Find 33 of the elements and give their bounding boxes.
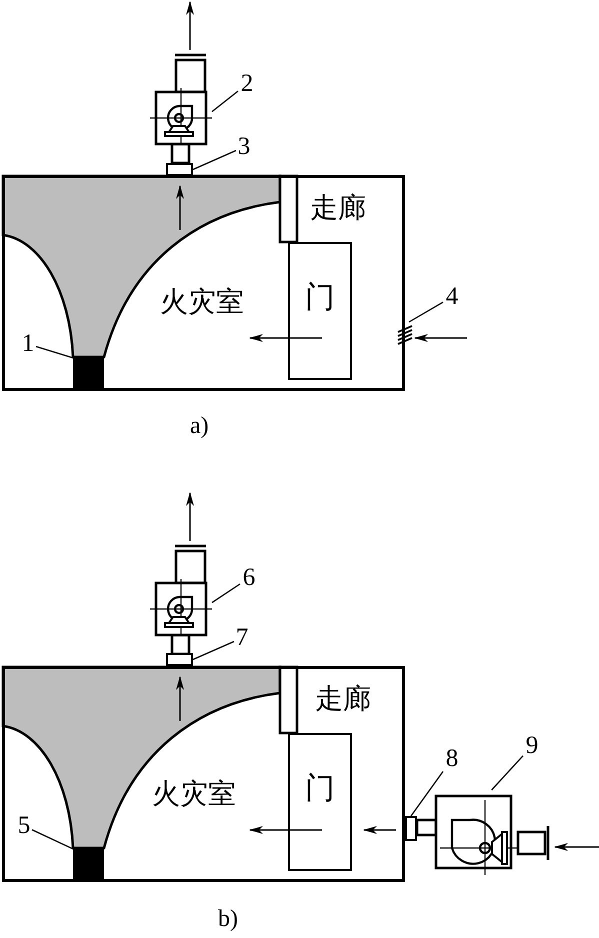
fire-source xyxy=(73,848,104,879)
callout-number: 5 xyxy=(16,812,32,840)
leader-line xyxy=(408,302,444,323)
panel-caption: a) xyxy=(190,412,209,440)
leader-line xyxy=(192,150,236,170)
room-label: 火灾室 xyxy=(160,287,244,319)
callout-number: 6 xyxy=(240,564,258,592)
damper-box xyxy=(166,163,193,176)
callout-number: 9 xyxy=(523,732,541,760)
leader-line xyxy=(491,755,524,790)
corridor-label: 走廊 xyxy=(310,193,366,225)
door-box: 门 xyxy=(288,733,352,871)
leader-line xyxy=(36,346,74,359)
fire-source xyxy=(73,357,104,388)
panel-caption: b) xyxy=(218,905,238,933)
callout-number: 1 xyxy=(20,330,36,358)
room-outline xyxy=(2,666,405,882)
room-label: 火灾室 xyxy=(152,779,236,811)
callout-number: 3 xyxy=(236,133,252,161)
callout-number: 8 xyxy=(443,745,461,773)
door-box: 门 xyxy=(288,242,352,380)
callout-number: 7 xyxy=(234,624,250,652)
damper-box xyxy=(166,653,193,666)
leader-line xyxy=(212,90,238,112)
leader-line xyxy=(212,583,240,604)
corridor-label: 走廊 xyxy=(315,684,371,716)
callout-number: 4 xyxy=(443,283,461,311)
leader-line xyxy=(32,829,74,850)
leader-line xyxy=(410,771,444,816)
leader-line xyxy=(192,640,234,660)
room-outline xyxy=(2,175,405,391)
callout-number: 2 xyxy=(238,70,256,98)
damper-box xyxy=(405,816,417,841)
